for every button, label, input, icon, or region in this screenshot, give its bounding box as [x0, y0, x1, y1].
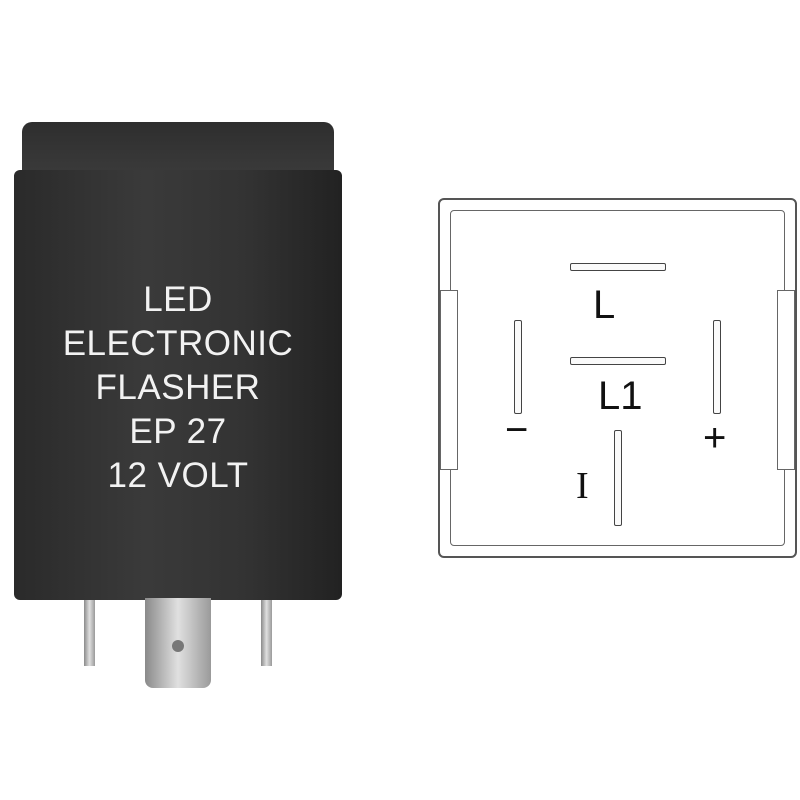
terminal-plus-label: + — [703, 416, 727, 460]
pinout-diagram — [438, 198, 797, 558]
tab-hole — [172, 640, 184, 652]
terminal-l1-label: L1 — [598, 374, 643, 418]
terminal-minus — [514, 320, 522, 414]
left-side-tab — [440, 290, 458, 470]
label-line-4: EP 27 — [129, 412, 227, 451]
terminal-i — [614, 430, 622, 526]
relay-body — [14, 170, 342, 600]
terminal-plus — [713, 320, 721, 414]
label-line-5: 12 VOLT — [107, 456, 249, 495]
label-line-3: FLASHER — [95, 368, 261, 407]
right-side-tab — [777, 290, 795, 470]
terminal-l — [570, 263, 666, 271]
terminal-i-label: I — [576, 465, 589, 507]
terminal-minus-label: − — [505, 408, 529, 452]
right-pin — [261, 600, 272, 666]
label-line-2: ELECTRONIC — [62, 324, 294, 363]
terminal-l-label: L — [593, 283, 616, 327]
label-line-1: LED — [143, 280, 213, 319]
terminal-l1 — [570, 357, 666, 365]
left-pin — [84, 600, 95, 666]
